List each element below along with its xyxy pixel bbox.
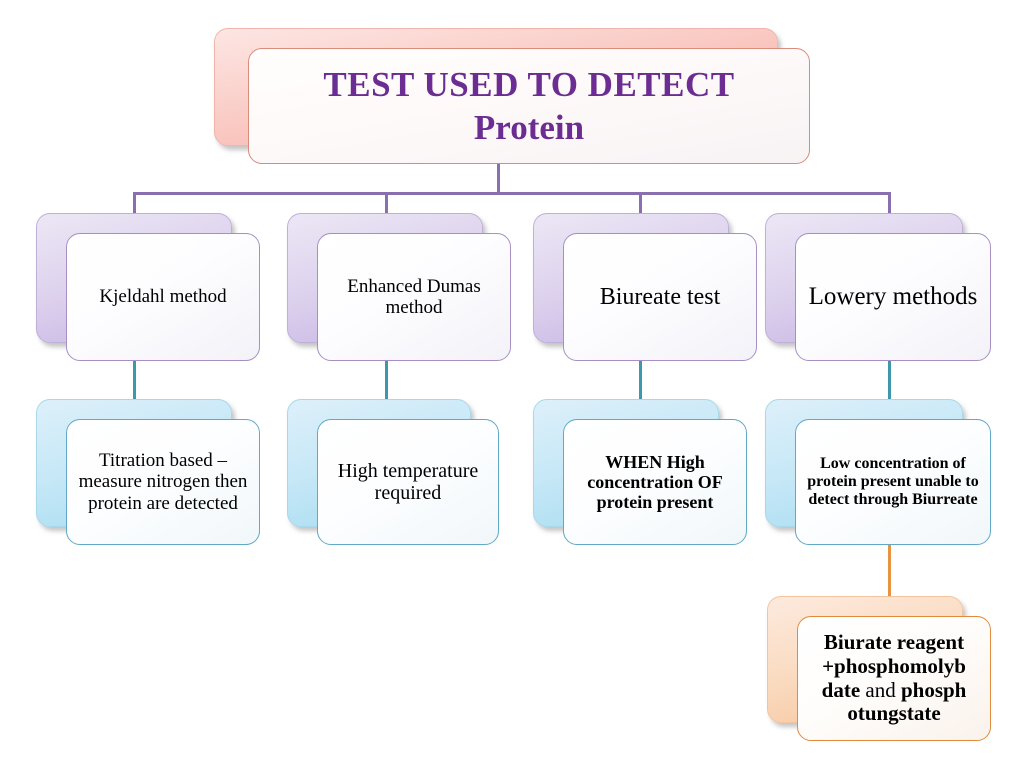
connector-method-4-to-detail [888, 361, 891, 399]
connector-drop-4 [888, 192, 891, 219]
node-detail-1[interactable]: Titration based – measure nitrogen then … [36, 399, 260, 545]
node-detail-2[interactable]: High temperature required [287, 399, 499, 545]
connector-drop-2 [385, 192, 388, 219]
connector-title-stem [497, 164, 500, 194]
node-detail-3[interactable]: WHEN High concentration OF protein prese… [533, 399, 747, 545]
node-reagent-text-part2: phosph otungstate [847, 677, 967, 726]
connector-method-2-to-detail [385, 361, 388, 399]
node-detail-4[interactable]: Low concentration of protein present una… [765, 399, 991, 545]
node-method-1-label: Kjeldahl method [99, 286, 227, 308]
node-reagent-card[interactable]: Biurate reagent +phosphomolyb date and p… [797, 616, 991, 741]
node-title[interactable]: TEST USED TO DETECT Protein [214, 28, 810, 164]
node-method-2-label: Enhanced Dumas method [347, 275, 481, 318]
node-method-4[interactable]: Lowery methods [765, 213, 991, 361]
connector-drop-3 [639, 192, 642, 219]
node-method-4-label: Lowery methods [808, 283, 978, 310]
node-method-3[interactable]: Biureate test [533, 213, 757, 361]
node-reagent-text-part1: Biurate reagent +phosphomolyb date [821, 630, 966, 702]
connector-drop-1 [133, 192, 136, 219]
node-title-card[interactable]: TEST USED TO DETECT Protein [248, 48, 810, 164]
node-method-1[interactable]: Kjeldahl method [36, 213, 260, 361]
node-method-4-card[interactable]: Lowery methods [795, 233, 991, 361]
node-reagent-text: Biurate reagent +phosphomolyb date and p… [798, 629, 990, 727]
node-detail-1-card[interactable]: Titration based – measure nitrogen then … [66, 419, 260, 545]
node-method-2-card[interactable]: Enhanced Dumas method [317, 233, 511, 361]
node-detail-4-text: Low concentration of protein present una… [807, 455, 979, 508]
connector-method-1-to-detail [133, 361, 136, 399]
node-detail-3-text: WHEN High concentration OF protein prese… [587, 451, 723, 513]
title-line-2: Protein [473, 108, 585, 147]
node-reagent[interactable]: Biurate reagent +phosphomolyb date and p… [767, 596, 991, 741]
title-line-1: TEST USED TO DETECT [323, 64, 735, 104]
connector-method-3-to-detail [639, 361, 642, 399]
node-reagent-text-conjunction: and [860, 677, 901, 702]
node-detail-1-text: Titration based – measure nitrogen then … [78, 450, 248, 514]
connector-detail-4-to-reagent [888, 545, 891, 596]
node-detail-2-card[interactable]: High temperature required [317, 419, 499, 545]
node-method-3-label: Biureate test [599, 283, 721, 310]
node-detail-2-text: High temperature required [337, 459, 479, 504]
node-method-3-card[interactable]: Biureate test [563, 233, 757, 361]
connector-level2-bus [133, 192, 891, 195]
node-detail-4-card[interactable]: Low concentration of protein present una… [795, 419, 991, 545]
node-detail-3-card[interactable]: WHEN High concentration OF protein prese… [563, 419, 747, 545]
node-method-2[interactable]: Enhanced Dumas method [287, 213, 511, 361]
node-method-1-card[interactable]: Kjeldahl method [66, 233, 260, 361]
